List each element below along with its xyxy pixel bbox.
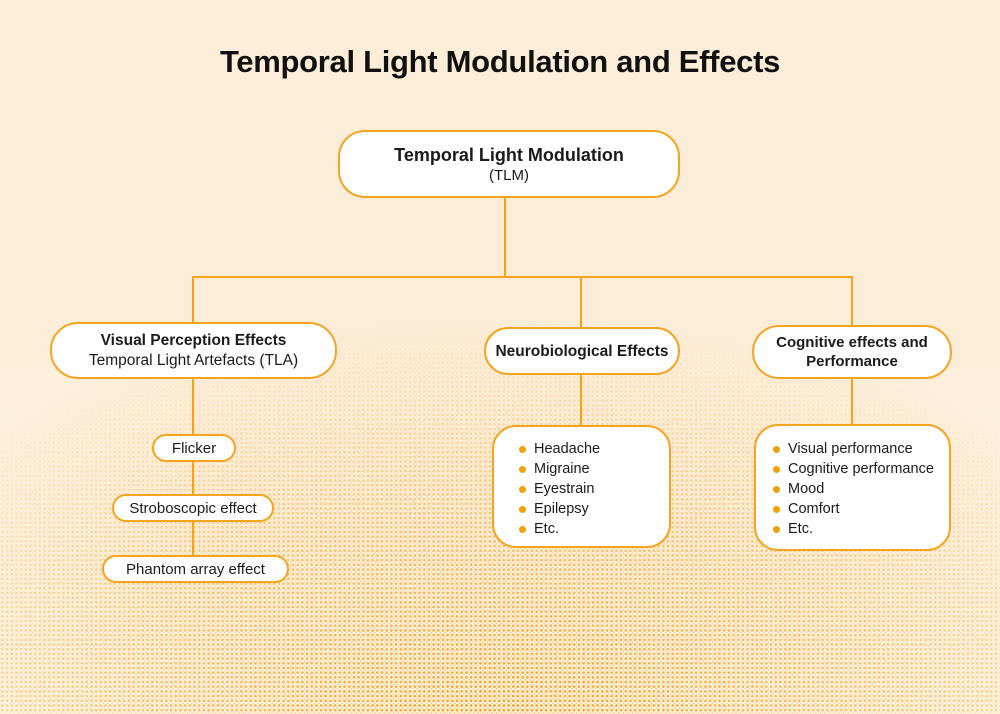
bullet-icon bbox=[519, 525, 526, 533]
node-temporal-light-modulation: Temporal Light Modulation (TLM) bbox=[338, 130, 680, 198]
node-visual-perception-effects: Visual Perception Effects Temporal Light… bbox=[50, 322, 337, 379]
connector-branch-rail bbox=[192, 276, 853, 278]
connector-branch-right-drop bbox=[851, 276, 853, 326]
page-title: Temporal Light Modulation and Effects bbox=[219, 44, 781, 79]
node-subtitle: (TLM) bbox=[489, 166, 529, 184]
node-phantom-array-effect: Phantom array effect bbox=[102, 555, 289, 583]
list-item: Headache bbox=[519, 439, 600, 459]
list-item-label: Headache bbox=[534, 441, 601, 457]
connector-branch-left-drop bbox=[192, 276, 194, 323]
pill-label: Flicker bbox=[171, 439, 217, 457]
node-stroboscopic-effect: Stroboscopic effect bbox=[112, 494, 274, 522]
node-title: Visual Perception Effects bbox=[100, 331, 287, 349]
node-title: Temporal Light Modulation bbox=[394, 144, 624, 165]
connector-right-list-drop bbox=[851, 377, 853, 425]
list-item-label: Etc. bbox=[534, 521, 559, 537]
pill-label: Phantom array effect bbox=[126, 560, 265, 578]
bullet-icon bbox=[519, 505, 526, 513]
list-item-label: Visual performance bbox=[788, 441, 913, 457]
list-item: Mood bbox=[773, 479, 934, 499]
list-item: Visual performance bbox=[773, 439, 934, 459]
connector-branch-mid-drop bbox=[580, 276, 582, 328]
node-flicker: Flicker bbox=[152, 434, 236, 462]
connector-left-children bbox=[192, 377, 194, 556]
node-subtitle: Temporal Light Artefacts (TLA) bbox=[88, 351, 299, 369]
list-item: Eyestrain bbox=[519, 479, 600, 499]
list-item: Epilepsy bbox=[519, 499, 600, 519]
bullet-icon bbox=[519, 445, 526, 453]
bullet-icon bbox=[773, 465, 780, 473]
bullet-icon bbox=[773, 445, 780, 453]
list-neurobiological-effects: Headache Migraine Eyestrain Epilepsy Etc… bbox=[492, 425, 671, 548]
list-item-label: Mood bbox=[788, 481, 825, 497]
list-item: Etc. bbox=[773, 519, 934, 539]
bullet-list: Visual performance Cognitive performance… bbox=[773, 439, 934, 539]
list-item: Etc. bbox=[519, 519, 600, 539]
bullet-icon bbox=[773, 525, 780, 533]
node-title: Cognitive effects and Performance bbox=[776, 334, 928, 370]
bullet-icon bbox=[773, 485, 780, 493]
list-item: Comfort bbox=[773, 499, 934, 519]
node-neurobiological-effects: Neurobiological Effects bbox=[484, 327, 680, 375]
bullet-icon bbox=[773, 505, 780, 513]
list-item-label: Eyestrain bbox=[534, 481, 595, 497]
list-item: Migraine bbox=[519, 459, 600, 479]
node-title: Neurobiological Effects bbox=[495, 342, 669, 360]
bullet-icon bbox=[519, 485, 526, 493]
list-item-label: Etc. bbox=[788, 521, 813, 537]
list-item-label: Epilepsy bbox=[534, 501, 589, 517]
bullet-icon bbox=[519, 465, 526, 473]
list-item-label: Cognitive performance bbox=[788, 461, 934, 477]
list-item: Cognitive performance bbox=[773, 459, 934, 479]
list-item-label: Comfort bbox=[788, 501, 840, 517]
pill-label: Stroboscopic effect bbox=[129, 499, 257, 517]
list-item-label: Migraine bbox=[534, 461, 590, 477]
connector-root-drop bbox=[504, 196, 506, 277]
bullet-list: Headache Migraine Eyestrain Epilepsy Etc… bbox=[519, 439, 600, 539]
connector-mid-list-drop bbox=[580, 374, 582, 426]
list-cognitive-effects: Visual performance Cognitive performance… bbox=[754, 424, 951, 551]
node-cognitive-effects: Cognitive effects and Performance bbox=[752, 325, 952, 379]
